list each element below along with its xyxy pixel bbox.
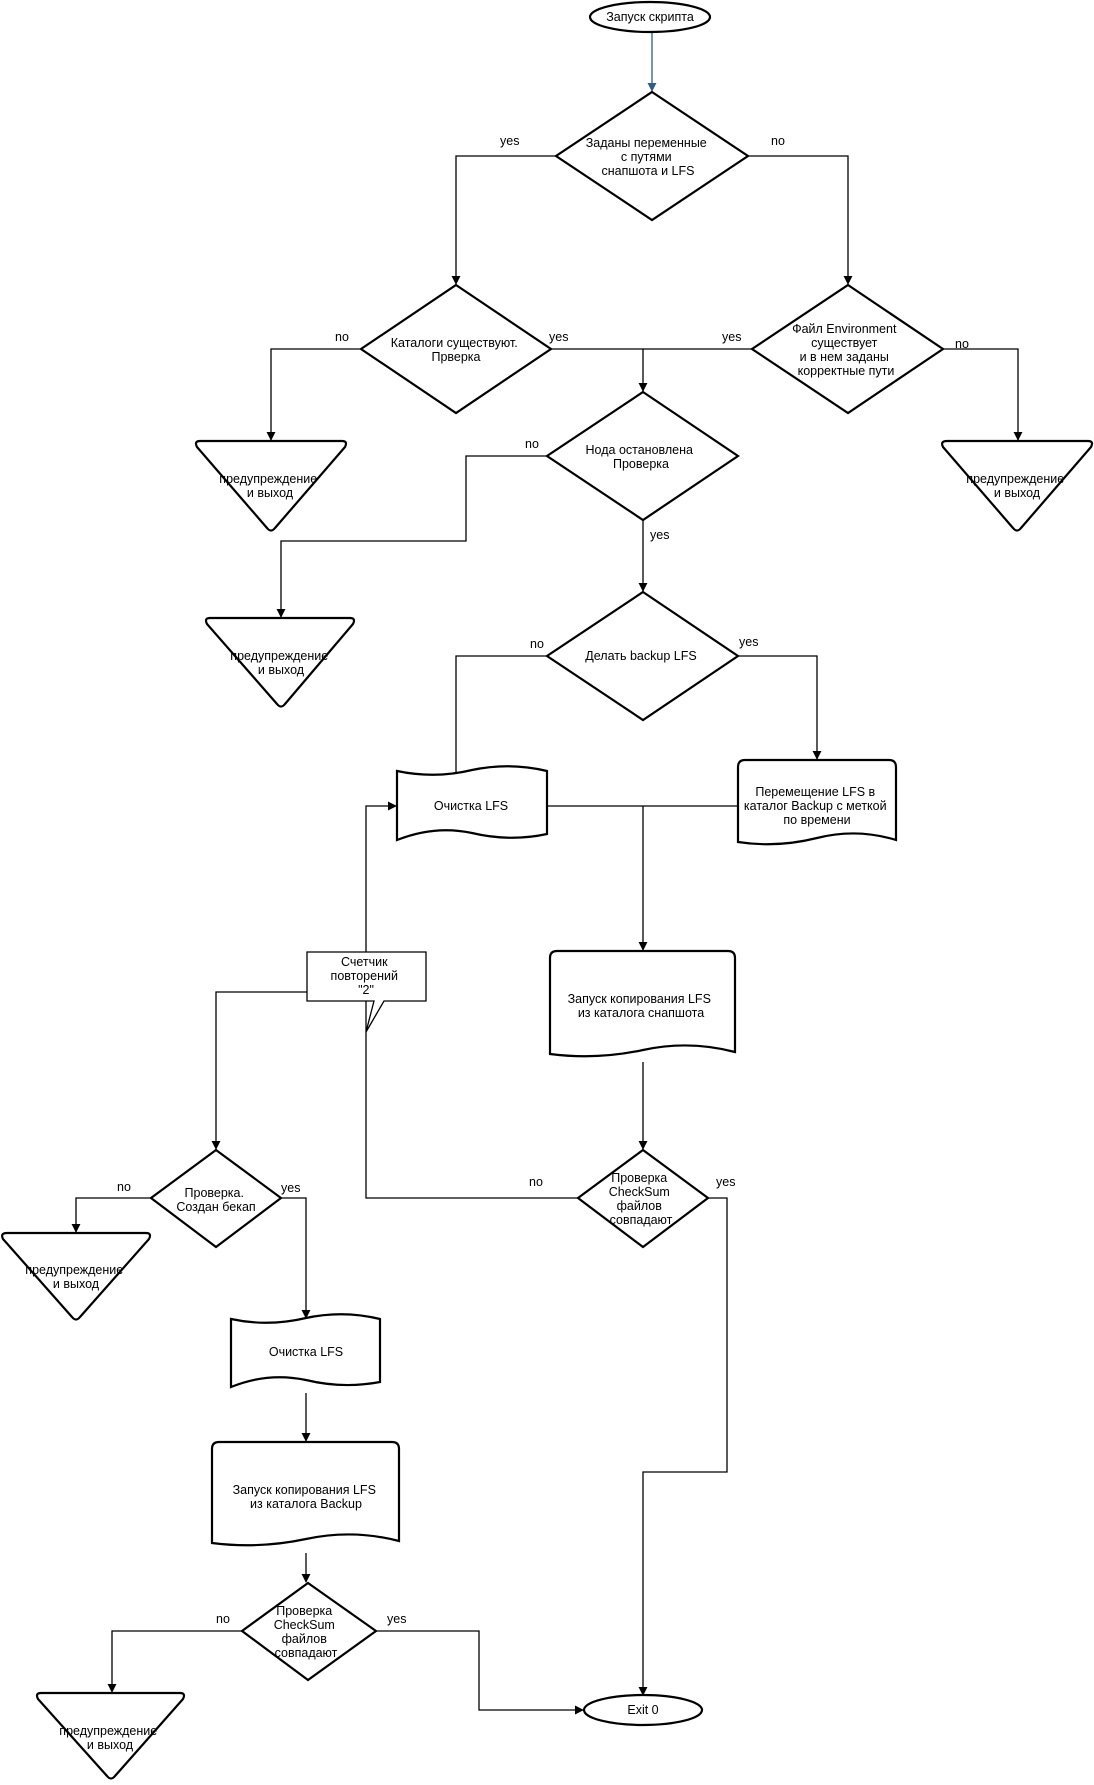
decision-checksum-2[interactable]: Проверка CheckSum файлов совпадают [240, 1581, 378, 1682]
warning-exit-3[interactable]: предупреждение и выход [204, 616, 356, 708]
edge-checksum1-yes [638, 1197, 728, 1696]
warning-exit-2[interactable]: предупреждение и выход [941, 439, 1094, 532]
edge-checksum1-no [365, 801, 578, 1199]
decision-node-stopped[interactable]: Нода остановлена Проверка [545, 390, 740, 522]
edge-env-no [943, 348, 1023, 441]
decision-check-variables-label: Заданы переменные с путями снапшота и LF… [586, 136, 711, 178]
decision-catalogs-exist-label: Каталоги существуют. Прверка [391, 336, 521, 364]
decision-check-variables[interactable]: Заданы переменные с путями снапшота и LF… [554, 90, 750, 222]
label-checksum2-no: no [216, 1612, 230, 1626]
process-copy-from-backup-label: Запуск копирования LFS из каталога Backu… [233, 1483, 380, 1511]
edge-backup-yes [738, 655, 822, 760]
label-created-no: no [117, 1180, 131, 1194]
edge-check-vars-no [748, 155, 853, 285]
label-env-yes: yes [722, 330, 741, 344]
edge-node-no [276, 455, 547, 618]
decision-environment-file[interactable]: Файл Environment существует и в нем зада… [750, 283, 945, 415]
decision-do-backup[interactable]: Делать backup LFS [545, 590, 740, 722]
callout-retry-counter[interactable]: Счетчик повторений "2" [306, 951, 427, 1033]
label-checksum1-no: no [529, 1175, 543, 1189]
edge-labels: yes no no yes yes no no yes no yes no ye… [117, 134, 969, 1626]
decision-checksum-2-label: Проверка CheckSum файлов совпадают [274, 1604, 339, 1660]
edge-counter-to-check-backup [211, 991, 307, 1150]
label-catalogs-no: no [335, 330, 349, 344]
edge-backup-no [451, 655, 547, 786]
process-move-lfs[interactable]: Перемещение LFS в каталог Backup с метко… [736, 758, 898, 846]
label-node-no: no [525, 437, 539, 451]
warning-exit-5[interactable]: предупреждение и выход [35, 1691, 186, 1780]
edge-catalogs-yes [551, 348, 648, 392]
decision-environment-file-label: Файл Environment существует и в нем зада… [792, 322, 900, 378]
label-created-yes: yes [281, 1181, 300, 1195]
connectors [71, 33, 1023, 1715]
exit-terminator[interactable]: Exit 0 [582, 1693, 704, 1727]
process-move-lfs-label: Перемещение LFS в каталог Backup с метко… [744, 785, 890, 827]
process-clean-lfs-1[interactable]: Очистка LFS [395, 765, 549, 842]
label-checksum1-yes: yes [716, 1175, 735, 1189]
decision-backup-created-label: Проверка. Создан бекап [176, 1186, 255, 1214]
process-copy-from-snapshot[interactable]: Запуск копирования LFS из каталога снапш… [548, 949, 737, 1058]
decision-node-stopped-label: Нода остановлена Проверка [586, 443, 697, 471]
label-check-vars-yes: yes [500, 134, 519, 148]
process-copy-from-backup[interactable]: Запуск копирования LFS из каталога Backu… [210, 1440, 401, 1547]
exit-label: Exit 0 [627, 1703, 658, 1717]
warning-exit-4-label: предупреждение и выход [25, 1263, 126, 1291]
label-env-no: no [955, 337, 969, 351]
warning-exit-1-label: предупреждение и выход [219, 472, 320, 500]
label-checksum2-yes: yes [387, 1612, 406, 1626]
label-backup-yes: yes [739, 635, 758, 649]
warning-exit-1[interactable]: предупреждение и выход [194, 439, 348, 532]
label-catalogs-yes: yes [549, 330, 568, 344]
edge-created-yes [281, 1197, 311, 1319]
edge-catalogs-no [266, 348, 361, 441]
process-clean-lfs-1-label: Очистка LFS [434, 799, 508, 813]
edge-checksum2-no [107, 1630, 242, 1693]
label-check-vars-no: no [771, 134, 785, 148]
edge-checksum2-yes [376, 1630, 584, 1715]
label-node-yes: yes [650, 528, 669, 542]
decision-backup-created[interactable]: Проверка. Создан бекап [149, 1148, 283, 1249]
decision-checksum-1[interactable]: Проверка CheckSum файлов совпадают [576, 1148, 710, 1249]
process-copy-from-snapshot-label: Запуск копирования LFS из каталога снапш… [568, 992, 715, 1020]
warning-exit-3-label: предупреждение и выход [230, 649, 331, 677]
decision-catalogs-exist[interactable]: Каталоги существуют. Прверка [359, 283, 553, 415]
warning-exit-5-label: предупреждение и выход [59, 1724, 160, 1752]
decision-do-backup-label: Делать backup LFS [585, 649, 696, 663]
warning-exit-2-label: предупреждение и выход [966, 472, 1067, 500]
label-backup-no: no [530, 637, 544, 651]
callout-retry-counter-label: Счетчик повторений "2" [331, 955, 402, 997]
process-clean-lfs-2-label: Очистка LFS [269, 1345, 343, 1359]
start-label: Запуск скрипта [606, 10, 694, 24]
warning-exit-4[interactable]: предупреждение и выход [1, 1231, 152, 1321]
edge-check-vars-yes [451, 155, 556, 285]
process-clean-lfs-2[interactable]: Очистка LFS [229, 1313, 382, 1389]
decision-checksum-1-label: Проверка CheckSum файлов совпадают [609, 1171, 674, 1227]
start-terminator[interactable]: Запуск скрипта [588, 0, 712, 34]
edge-created-no [71, 1197, 151, 1233]
